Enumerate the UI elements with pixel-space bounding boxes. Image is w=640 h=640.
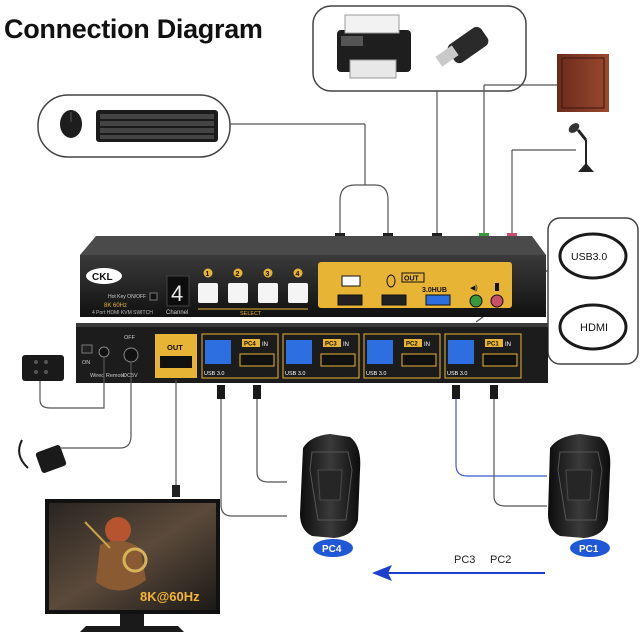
- select-button-2[interactable]: 2: [228, 268, 248, 304]
- pc3-port-group: USB 3.0 PC3 IN: [282, 333, 360, 379]
- kvm-switch: CKL 8K 60Hz 4 Port HDMI KVM SWITCH Hot K…: [80, 236, 546, 317]
- select-button-1[interactable]: 1: [198, 268, 218, 304]
- svg-text:USB 3.0: USB 3.0: [366, 371, 386, 377]
- monitor-stand: [80, 626, 184, 632]
- usb-cable-icon: [558, 232, 628, 280]
- speaker-port-icon: ◀): [470, 285, 478, 292]
- usb-port-3[interactable]: [425, 294, 451, 306]
- model-badge: 8K 60Hz: [104, 303, 127, 309]
- svg-text:PC1: PC1: [487, 342, 499, 348]
- usb-port-1[interactable]: [337, 294, 363, 306]
- monitor-hdmi-plug: [172, 485, 180, 497]
- select-button-3[interactable]: 3: [258, 268, 278, 304]
- pc2-port-group: USB 3.0 PC2 IN: [363, 333, 441, 379]
- rear-out-label: OUT: [167, 343, 183, 352]
- channel-display: [166, 275, 190, 307]
- pc1-badge: PC1: [570, 539, 610, 557]
- speaker-icon: [557, 54, 609, 112]
- svg-text:2: 2: [236, 271, 240, 278]
- pc1-cables: [452, 385, 547, 507]
- svg-text:PC3: PC3: [325, 342, 337, 348]
- channel-label: Channel: [166, 310, 188, 316]
- microphone-icon: [568, 123, 594, 172]
- pc1-tower: [548, 434, 611, 538]
- game-character-artwork: [84, 517, 148, 591]
- pc4-hdmi-port[interactable]: [239, 353, 275, 367]
- usb-port-2[interactable]: [381, 294, 407, 306]
- brand-logo: CKL: [86, 268, 122, 284]
- printer-usb-bubble: [312, 5, 527, 92]
- pc1-usb-port[interactable]: [448, 340, 474, 364]
- power-adapter-icon: [18, 439, 67, 473]
- pc4-tower: [300, 434, 361, 538]
- wired-remote-label: Wired Remote: [90, 373, 125, 379]
- select-label: SELECT: [240, 311, 262, 317]
- wired-remote-device: [22, 355, 64, 381]
- page-title: Connection Diagram: [4, 14, 263, 44]
- pc4-badge-label: PC4: [322, 544, 342, 555]
- svg-text:PC4: PC4: [244, 342, 256, 348]
- usb-cable-label: USB3.0: [571, 251, 607, 263]
- svg-text:1: 1: [206, 271, 210, 278]
- svg-text:PC2: PC2: [406, 342, 418, 348]
- pc3-hdmi-port[interactable]: [320, 353, 356, 367]
- pc4-usb-port[interactable]: [205, 340, 231, 364]
- pc4-cables: [217, 385, 287, 517]
- pc1-port-group: USB 3.0 PC1 IN: [444, 333, 522, 379]
- hub-label: 3.0HUB: [422, 287, 447, 294]
- svg-text:IN: IN: [262, 342, 268, 348]
- hdmi-cable-icon: [558, 303, 628, 351]
- keyboard-icon: [96, 110, 218, 142]
- keyboard-mouse-bubble: [37, 94, 231, 158]
- dc-port[interactable]: [123, 347, 139, 363]
- hub-out-label: OUT: [404, 276, 420, 283]
- hdmi-cable-label: HDMI: [580, 322, 608, 334]
- svg-text:IN: IN: [424, 342, 430, 348]
- mic-port-icon: [495, 283, 499, 291]
- audio-out-port[interactable]: [469, 294, 483, 308]
- cable-samples-bubble: USB3.0 HDMI: [547, 217, 639, 365]
- hdmi-out-port[interactable]: [160, 356, 192, 368]
- device-subtitle: 4 Port HDMI KVM SWITCH: [92, 310, 153, 316]
- channel-digit: 4: [171, 281, 183, 306]
- svg-text:USB 3.0: USB 3.0: [285, 371, 305, 377]
- flow-pc2-label: PC2: [490, 554, 511, 566]
- hotkey-label: Hot Key ON/OFF: [108, 294, 146, 300]
- kvm-rear-panel: OFF ON Wired Remote DC5V OUT USB 3.0 PC4…: [76, 323, 548, 383]
- pc1-hdmi-port[interactable]: [482, 353, 518, 367]
- svg-text:CKL: CKL: [92, 272, 113, 283]
- mouse-port-icon: [386, 274, 396, 288]
- pc4-badge: PC4: [313, 539, 353, 557]
- svg-text:IN: IN: [505, 342, 511, 348]
- off-label: OFF: [124, 335, 136, 341]
- pc2-usb-port[interactable]: [367, 340, 393, 364]
- svg-text:USB 3.0: USB 3.0: [204, 371, 224, 377]
- mouse-icon: [60, 110, 82, 138]
- svg-text:IN: IN: [343, 342, 349, 348]
- monitor: 8K@60Hz: [45, 499, 220, 632]
- select-button-4[interactable]: 4: [288, 268, 308, 304]
- flow-arrow: [372, 565, 545, 581]
- svg-text:4: 4: [296, 271, 300, 278]
- wired-remote-port[interactable]: [98, 346, 110, 358]
- svg-text:3: 3: [266, 271, 270, 278]
- printer-icon: [337, 14, 411, 79]
- pc1-badge-label: PC1: [579, 544, 599, 555]
- pc4-port-group: USB 3.0 PC4 IN: [201, 333, 279, 379]
- mic-in-port[interactable]: [490, 294, 504, 308]
- on-label: ON: [82, 360, 90, 366]
- svg-text:USB 3.0: USB 3.0: [447, 371, 467, 377]
- power-switch[interactable]: [81, 344, 93, 354]
- usb-hub-panel: [318, 262, 512, 308]
- pc2-hdmi-port[interactable]: [401, 353, 437, 367]
- hotkey-button[interactable]: [149, 292, 158, 301]
- usb-drive-icon: [435, 26, 489, 67]
- pc3-usb-port[interactable]: [286, 340, 312, 364]
- printer-port-icon: [341, 275, 361, 287]
- flow-pc3-label: PC3: [454, 554, 475, 566]
- monitor-resolution-label: 8K@60Hz: [140, 589, 200, 604]
